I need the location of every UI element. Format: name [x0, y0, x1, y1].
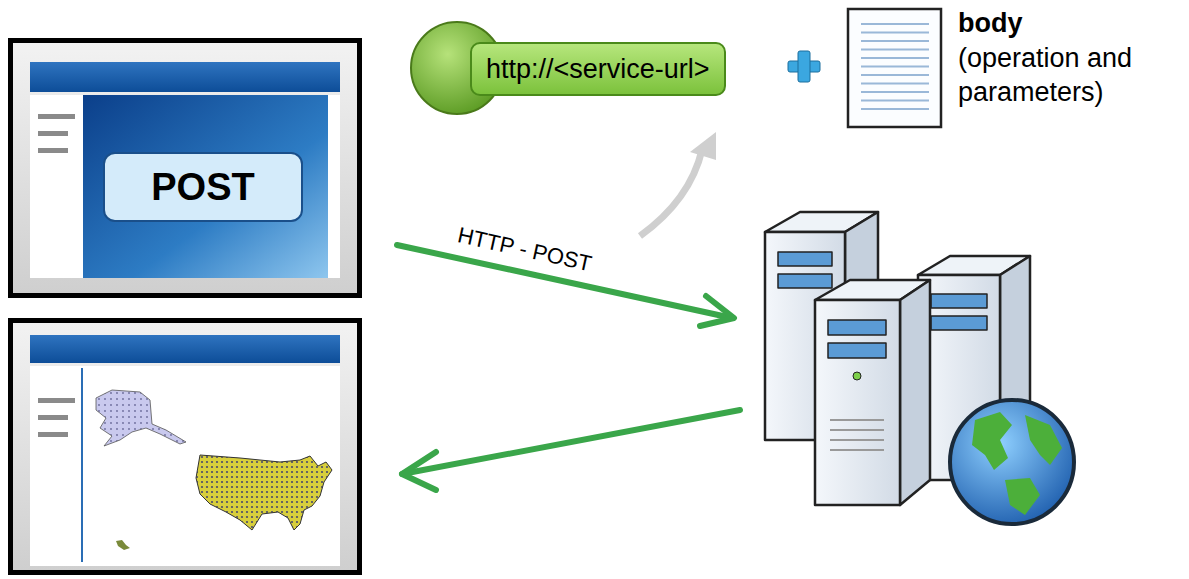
body-document: body(operation and parameters) — [845, 6, 1185, 130]
plus-sign — [788, 51, 820, 82]
document-icon — [845, 6, 945, 130]
document-line — [861, 74, 929, 76]
url-pill: http://<service-url> — [470, 42, 726, 96]
usa-map — [196, 455, 332, 530]
node-label: POST — [151, 166, 254, 209]
document-line — [861, 23, 929, 25]
node-label: http://<service-url> — [486, 54, 710, 85]
browser-window — [8, 38, 362, 298]
pointer-arrow — [640, 132, 716, 236]
document-line — [861, 83, 929, 85]
server-icon — [765, 212, 1030, 505]
document-line — [861, 100, 929, 102]
post-button: POST — [103, 152, 303, 222]
document-note: (operation and parameters) — [958, 41, 1183, 110]
document-line — [861, 49, 929, 51]
hawaii-map — [116, 540, 130, 550]
response-arrow — [402, 410, 740, 490]
document-line — [861, 66, 929, 68]
alaska-map — [96, 390, 186, 446]
document-heading: body — [958, 6, 1183, 41]
document-line — [861, 108, 929, 110]
document-line — [861, 91, 929, 93]
document-line — [861, 57, 929, 59]
browser-window-map — [8, 318, 362, 575]
document-line — [861, 40, 929, 42]
document-page — [848, 9, 941, 127]
arrow-label: HTTP - POST — [455, 222, 594, 277]
globe-icon — [950, 400, 1074, 524]
document-line — [861, 32, 929, 34]
